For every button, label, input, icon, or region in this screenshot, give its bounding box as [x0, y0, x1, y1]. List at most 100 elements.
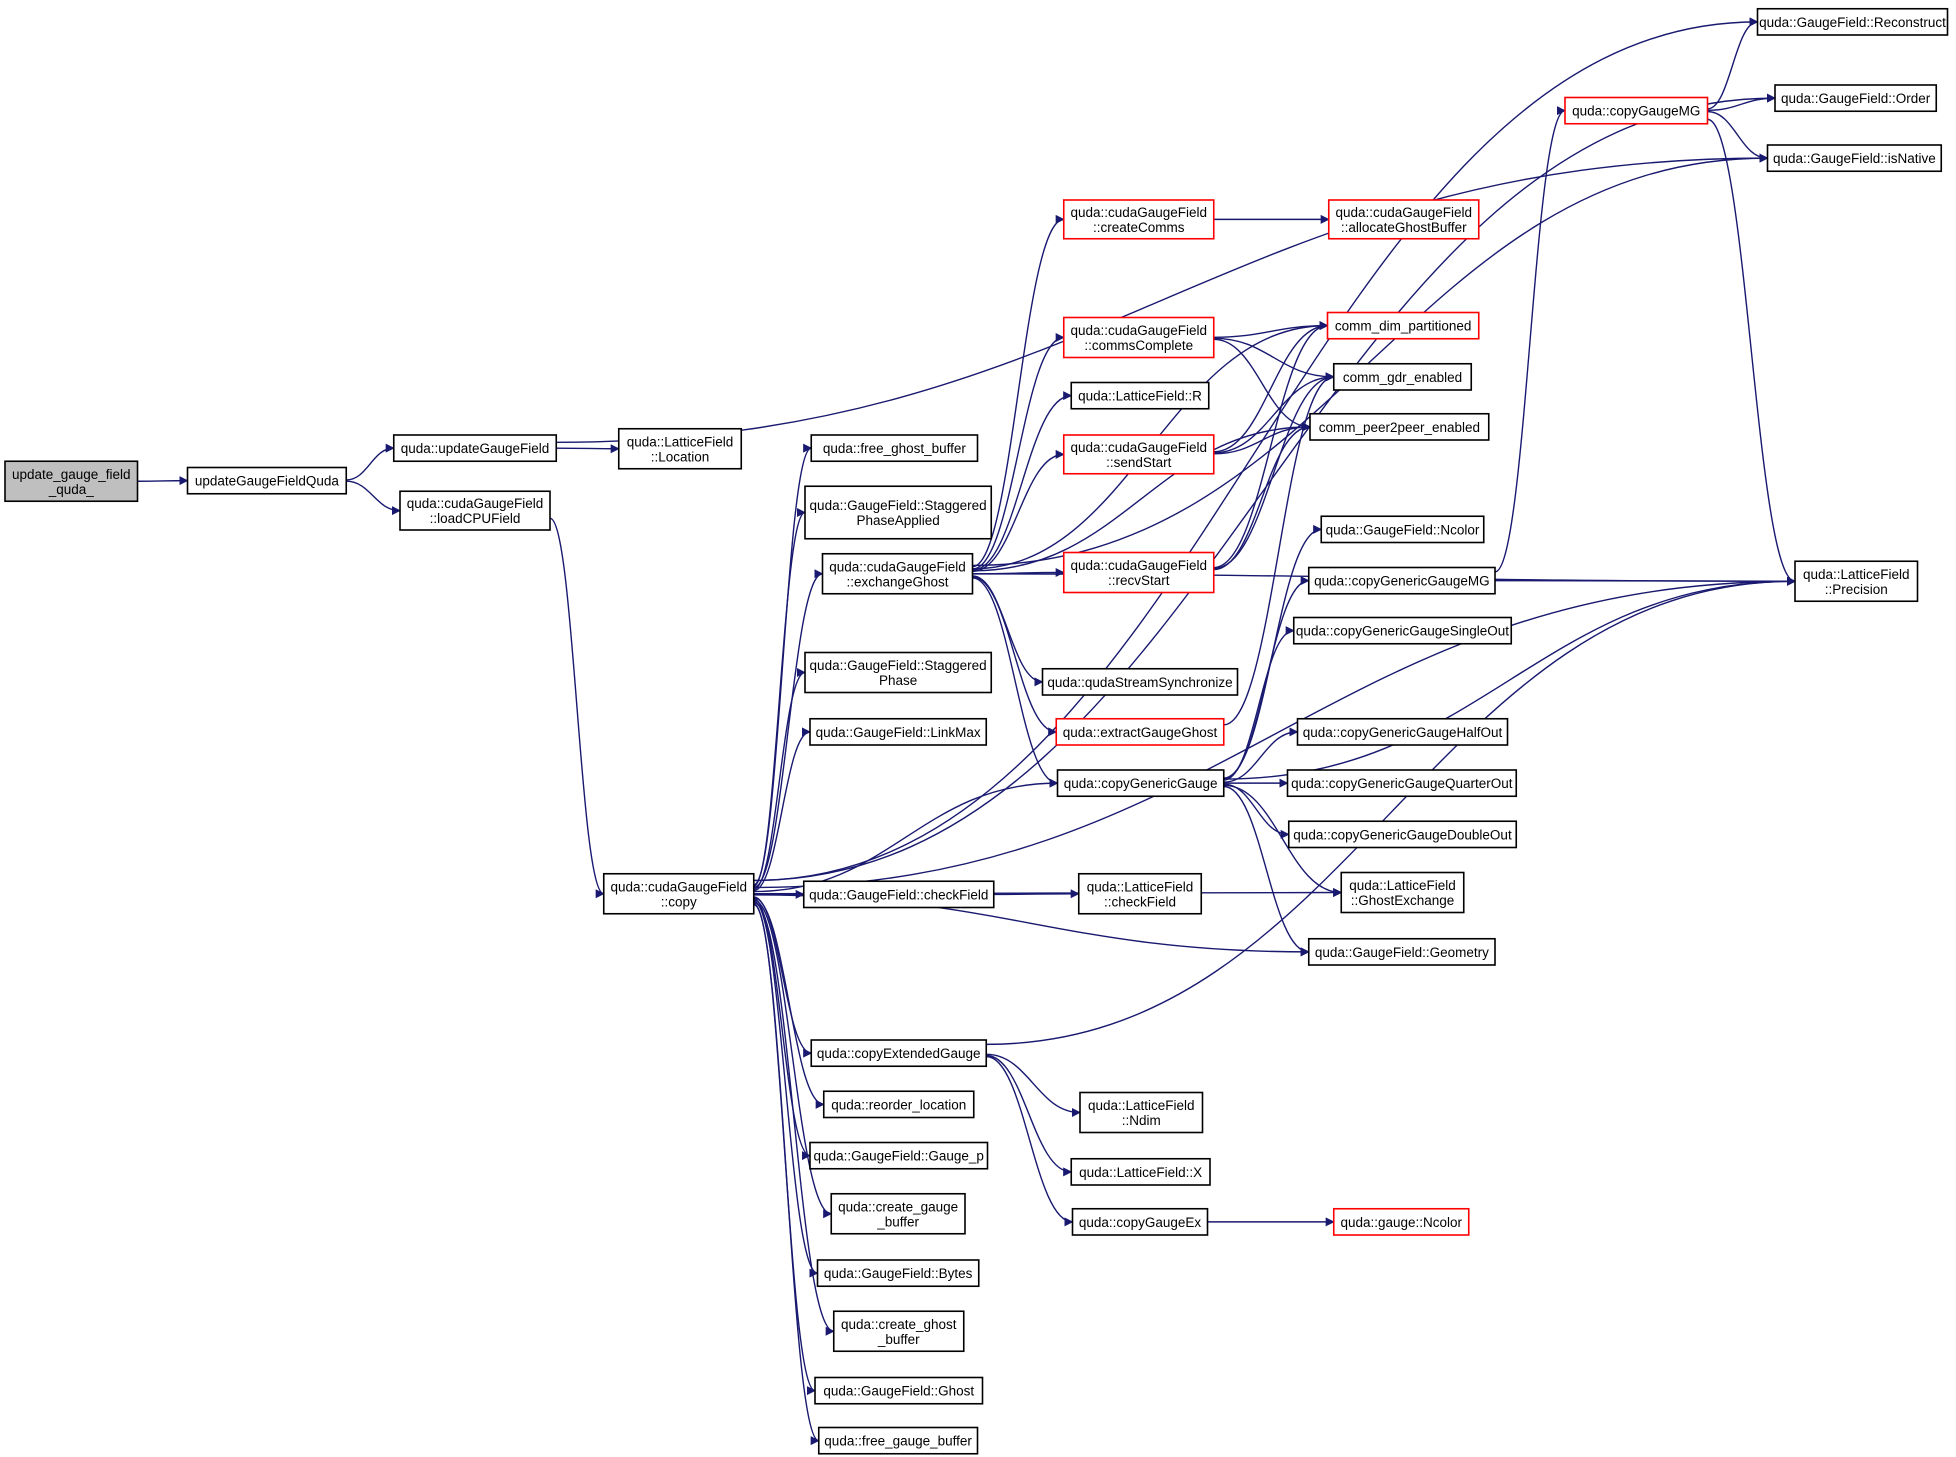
- node-label: quda::GaugeField::Reconstruct: [1759, 15, 1946, 30]
- edge-copyExtendedGauge-to-lfX: [986, 1054, 1073, 1177]
- node-label: _buffer: [877, 1332, 920, 1347]
- node-label: ::commsComplete: [1084, 338, 1193, 353]
- node-label: quda::LatticeField: [1803, 567, 1910, 582]
- node-reorderLocation[interactable]: quda::reorder_location: [822, 1090, 975, 1119]
- node-commDimPartitioned[interactable]: comm_dim_partitioned: [1326, 311, 1480, 340]
- node-geometry[interactable]: quda::GaugeField::Geometry: [1307, 937, 1496, 966]
- node-box: [832, 1310, 965, 1353]
- edge-exchangeGhost-to-isNative: [972, 153, 1769, 567]
- node-label: quda::GaugeField::Ghost: [823, 1384, 974, 1399]
- node-label: quda::copyGenericGaugeMG: [1314, 574, 1490, 589]
- node-box: [804, 651, 993, 694]
- node-extractGaugeGhost[interactable]: quda::extractGaugeGhost: [1055, 717, 1225, 746]
- node-label: quda::GaugeField::LinkMax: [816, 725, 981, 740]
- node-ghostExchange[interactable]: quda::LatticeField::GhostExchange: [1340, 871, 1465, 914]
- node-box: [1766, 144, 1943, 173]
- node-label: quda::reorder_location: [831, 1097, 966, 1112]
- node-freeGhostBuffer[interactable]: quda::free_ghost_buffer: [810, 434, 979, 463]
- edge-copyGenericGauge-to-doubleOut: [1223, 783, 1290, 839]
- node-copyGaugeMG[interactable]: quda::copyGaugeMG: [1564, 96, 1709, 125]
- edge-copy-to-createGaugeBuffer: [753, 899, 833, 1219]
- node-gaugeNcolor[interactable]: quda::gauge::Ncolor: [1332, 1207, 1470, 1236]
- node-copyGaugeEx[interactable]: quda::copyGaugeEx: [1071, 1207, 1209, 1236]
- node-label: ::GhostExchange: [1351, 893, 1455, 908]
- node-box: [1794, 560, 1919, 603]
- node-createComms[interactable]: quda::cudaGaugeField::createComms: [1062, 199, 1215, 240]
- node-bytes[interactable]: quda::GaugeField::Bytes: [816, 1259, 980, 1288]
- node-linkMax[interactable]: quda::GaugeField::LinkMax: [809, 717, 988, 746]
- node-box: [1307, 566, 1496, 595]
- node-loadCPUField[interactable]: quda::cudaGaugeField::loadCPUField: [399, 490, 551, 531]
- node-streamSync[interactable]: quda::qudaStreamSynchronize: [1041, 667, 1239, 696]
- node-updateGaugeFieldQuda[interactable]: updateGaugeFieldQuda: [186, 466, 348, 495]
- node-gaugeP[interactable]: quda::GaugeField::Gauge_p: [809, 1141, 989, 1170]
- node-lfR[interactable]: quda::LatticeField::R: [1070, 381, 1210, 410]
- node-createGaugeBuffer[interactable]: quda::create_gauge_buffer: [830, 1192, 966, 1235]
- node-allocateGhostBuffer[interactable]: quda::cudaGaugeField::allocateGhostBuffe…: [1327, 199, 1480, 240]
- node-label: quda::cudaGaugeField: [829, 559, 966, 574]
- node-reconstruct[interactable]: quda::GaugeField::Reconstruct: [1756, 7, 1949, 36]
- edge-updateGaugeFieldQuda-to-loadCPUField: [346, 480, 401, 516]
- node-copy[interactable]: quda::cudaGaugeField::copy: [602, 872, 755, 915]
- edge-commsComplete-to-commGdrEnabled: [1213, 337, 1335, 382]
- node-box: [822, 1090, 975, 1119]
- node-box: [810, 434, 979, 463]
- edge-sendStart-to-commGdrEnabled: [1213, 372, 1335, 454]
- node-precision[interactable]: quda::LatticeField::Precision: [1794, 560, 1919, 603]
- node-checkField[interactable]: quda::GaugeField::checkField: [802, 880, 995, 909]
- node-label: quda::copyExtendedGauge: [817, 1046, 981, 1061]
- node-label: quda::free_ghost_buffer: [823, 441, 967, 456]
- node-commsComplete[interactable]: quda::cudaGaugeField::commsComplete: [1062, 316, 1215, 359]
- node-recvStart[interactable]: quda::cudaGaugeField::recvStart: [1062, 551, 1215, 594]
- node-isNative[interactable]: quda::GaugeField::isNative: [1766, 144, 1943, 173]
- node-exchangeGhost[interactable]: quda::cudaGaugeField::exchangeGhost: [821, 552, 974, 595]
- node-lfX[interactable]: quda::LatticeField::X: [1070, 1157, 1211, 1186]
- node-copyGenericGaugeMG[interactable]: quda::copyGenericGaugeMG: [1307, 566, 1496, 595]
- node-singleOut[interactable]: quda::copyGenericGaugeSingleOut: [1292, 616, 1513, 645]
- node-box: [814, 1376, 984, 1405]
- node-quarterOut[interactable]: quda::copyGenericGaugeQuarterOut: [1286, 769, 1518, 798]
- node-gfNcolor[interactable]: quda::GaugeField::Ncolor: [1320, 515, 1485, 544]
- node-ghost[interactable]: quda::GaugeField::Ghost: [814, 1376, 984, 1405]
- node-doubleOut[interactable]: quda::copyGenericGaugeDoubleOut: [1287, 820, 1518, 849]
- node-createGhostBuffer[interactable]: quda::create_ghost_buffer: [832, 1310, 965, 1353]
- node-lfNdim[interactable]: quda::LatticeField::Ndim: [1079, 1091, 1204, 1134]
- node-box: [1287, 820, 1518, 849]
- node-label: quda::extractGaugeGhost: [1063, 725, 1218, 740]
- function-nodes: update_gauge_field_quda_ updateGaugeField…: [4, 7, 1949, 1455]
- node-label: quda::copyGenericGaugeHalfOut: [1303, 725, 1503, 740]
- node-box: [1286, 769, 1518, 798]
- node-box: [1071, 1207, 1209, 1236]
- edge-root-to-updateGaugeFieldQuda: [137, 476, 189, 486]
- node-lfLocation[interactable]: quda::LatticeField::Location: [617, 427, 743, 470]
- edge-commsComplete-to-commPeer2Peer: [1213, 338, 1311, 432]
- node-commGdrEnabled[interactable]: comm_gdr_enabled: [1332, 362, 1473, 391]
- node-freeGaugeBuffer[interactable]: quda::free_gauge_buffer: [817, 1426, 979, 1455]
- edge-copyGaugeMG-to-reconstruct: [1707, 17, 1759, 110]
- node-box: [802, 880, 995, 909]
- edge-copyGaugeMG-to-isNative: [1707, 110, 1769, 163]
- node-lfCheckField[interactable]: quda::LatticeField::checkField: [1077, 872, 1203, 915]
- node-label: quda::create_gauge: [838, 1199, 958, 1214]
- node-root[interactable]: update_gauge_field_quda_: [4, 460, 139, 503]
- node-box: [809, 717, 988, 746]
- node-label: quda::cudaGaugeField: [610, 879, 747, 894]
- node-halfOut[interactable]: quda::copyGenericGaugeHalfOut: [1296, 717, 1509, 746]
- edge-copyGenericGaugeMG-to-precision: [1494, 576, 1796, 586]
- node-label: ::copy: [661, 894, 697, 909]
- node-label: comm_gdr_enabled: [1343, 370, 1462, 385]
- node-updateGaugeField[interactable]: quda::updateGaugeField: [392, 434, 558, 463]
- node-box: [1041, 667, 1239, 696]
- node-copyExtendedGauge[interactable]: quda::copyExtendedGauge: [810, 1039, 988, 1068]
- node-box: [1077, 872, 1203, 915]
- node-copyGenericGauge[interactable]: quda::copyGenericGauge: [1056, 769, 1225, 798]
- node-label: quda::GaugeField::checkField: [809, 887, 988, 902]
- node-commPeer2Peer[interactable]: comm_peer2peer_enabled: [1309, 412, 1490, 441]
- edge-exchangeGhost-to-createComms: [972, 214, 1065, 568]
- edge-exchangeGhost-to-sendStart: [972, 449, 1065, 573]
- node-sendStart[interactable]: quda::cudaGaugeField::sendStart: [1062, 434, 1215, 475]
- edge-copy-to-staggeredPhase: [753, 668, 806, 891]
- node-order[interactable]: quda::GaugeField::Order: [1774, 84, 1938, 113]
